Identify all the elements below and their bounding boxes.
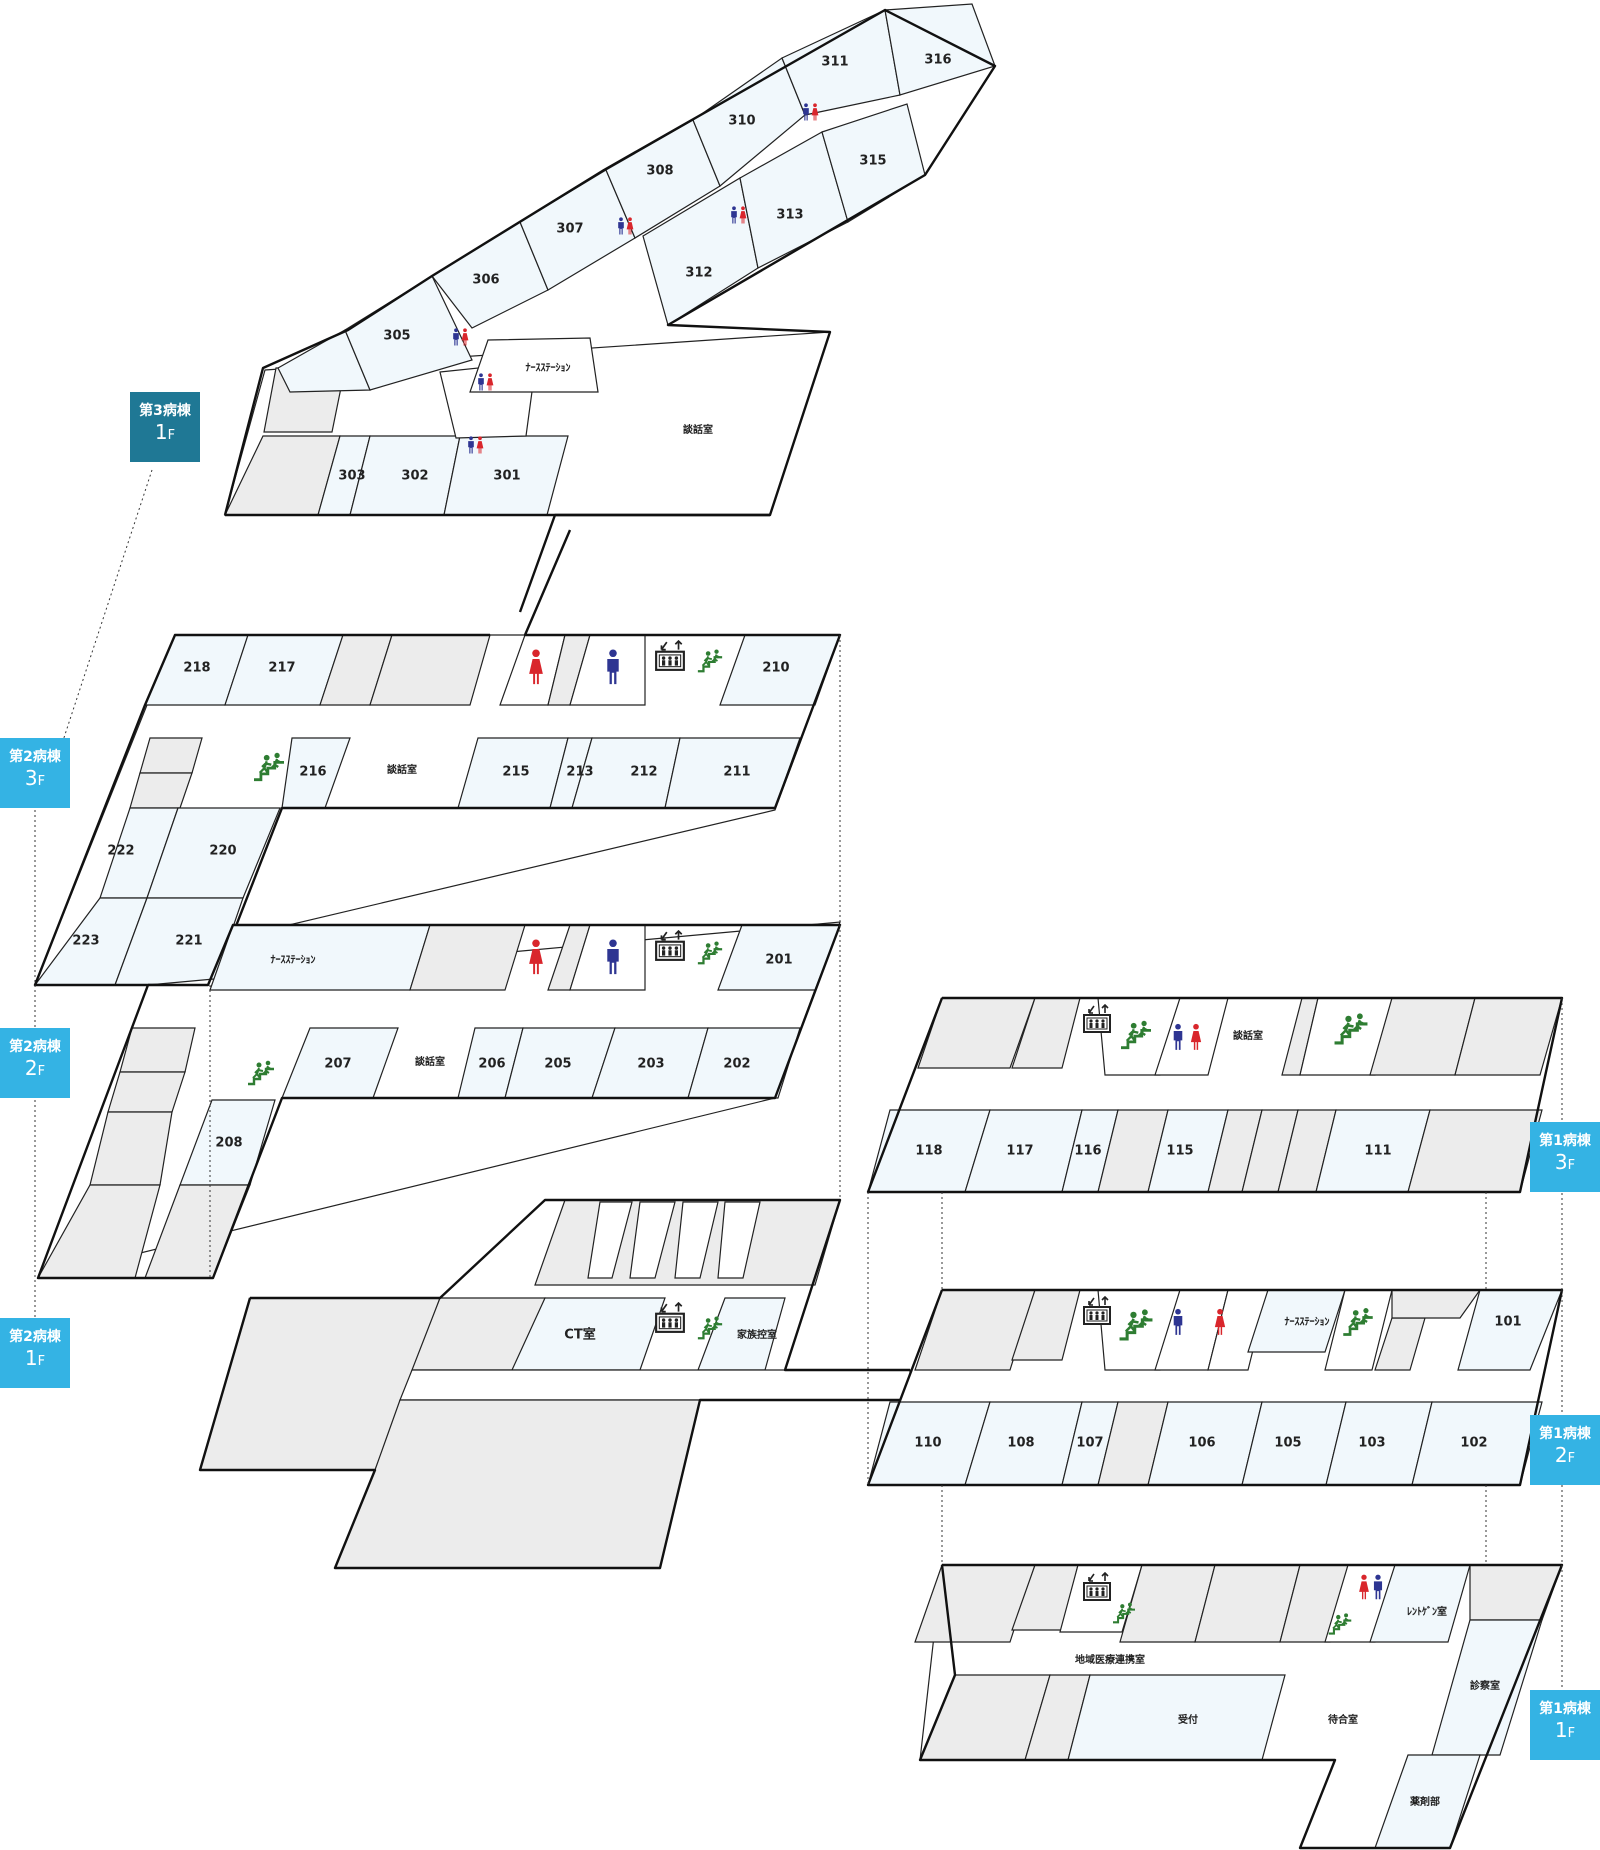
svg-text:106: 106 xyxy=(1188,1436,1215,1451)
svg-text:312: 312 xyxy=(685,266,712,281)
ward1-1f-plan: ﾚﾝﾄｹﾞﾝ室 地域医療連携室 受付 待合室 診察室 薬剤部 xyxy=(914,1563,1564,1850)
ward2-1f-plan: CT室 家族控室 xyxy=(198,1198,911,1570)
svg-text:208: 208 xyxy=(215,1136,242,1151)
svg-text:303: 303 xyxy=(338,469,365,484)
svg-text:診察室: 診察室 xyxy=(1470,1679,1500,1692)
ward2-2f-plan: ﾅｰｽｽﾃｰｼｮﾝ 201 207 談話室 206 205 203 202 20… xyxy=(36,921,842,1280)
svg-text:301: 301 xyxy=(493,469,520,484)
svg-text:220: 220 xyxy=(209,844,236,859)
ward2-3f-plan: 218 217 210 216 談話室 215 213 212 211 222 … xyxy=(33,529,842,987)
svg-text:101: 101 xyxy=(1494,1315,1521,1330)
svg-text:ﾚﾝﾄｹﾞﾝ室: ﾚﾝﾄｹﾞﾝ室 xyxy=(1407,1605,1447,1618)
svg-text:107: 107 xyxy=(1076,1436,1103,1451)
svg-text:115: 115 xyxy=(1166,1144,1193,1159)
svg-text:ﾅｰｽｽﾃｰｼｮﾝ: ﾅｰｽｽﾃｰｼｮﾝ xyxy=(271,954,316,966)
svg-text:221: 221 xyxy=(175,934,202,949)
svg-text:108: 108 xyxy=(1007,1436,1034,1451)
svg-text:310: 310 xyxy=(728,114,755,129)
floor-tag-ward3-1f: 第3病棟 1F xyxy=(130,392,200,462)
svg-text:218: 218 xyxy=(183,661,210,676)
svg-text:316: 316 xyxy=(924,53,951,68)
svg-text:ﾅｰｽｽﾃｰｼｮﾝ: ﾅｰｽｽﾃｰｼｮﾝ xyxy=(1285,1316,1330,1328)
svg-text:受付: 受付 xyxy=(1178,1713,1198,1726)
svg-text:223: 223 xyxy=(72,934,99,949)
floor-tag-floor: 3F xyxy=(24,766,46,790)
floor-tag-building: 第1病棟 xyxy=(1539,1426,1591,1442)
floor-tag-ward1-3f: 第1病棟 3F xyxy=(1530,1122,1600,1192)
floor-tag-floor: 3F xyxy=(1554,1150,1576,1174)
svg-text:ﾅｰｽｽﾃｰｼｮﾝ: ﾅｰｽｽﾃｰｼｮﾝ xyxy=(526,362,571,374)
svg-text:308: 308 xyxy=(646,164,673,179)
svg-text:201: 201 xyxy=(765,953,792,968)
floor-tag-ward2-2f: 第2病棟 2F xyxy=(0,1028,70,1098)
svg-text:306: 306 xyxy=(472,273,499,288)
svg-text:117: 117 xyxy=(1006,1144,1033,1159)
floor-tag-floor: 2F xyxy=(24,1056,46,1080)
svg-text:202: 202 xyxy=(723,1057,750,1072)
svg-text:家族控室: 家族控室 xyxy=(737,1328,777,1341)
svg-text:203: 203 xyxy=(637,1057,664,1072)
floor-tag-ward2-1f: 第2病棟 1F xyxy=(0,1318,70,1388)
svg-text:102: 102 xyxy=(1460,1436,1487,1451)
floor-tag-floor: 1F xyxy=(1554,1718,1576,1742)
svg-text:地域医療連携室: 地域医療連携室 xyxy=(1075,1653,1145,1666)
svg-text:217: 217 xyxy=(268,661,295,676)
floor-tag-ward2-3f: 第2病棟 3F xyxy=(0,738,70,808)
svg-text:307: 307 xyxy=(556,222,583,237)
svg-text:213: 213 xyxy=(566,765,593,780)
floor-tag-floor: 1F xyxy=(154,420,176,444)
svg-text:216: 216 xyxy=(299,765,326,780)
svg-text:CT室: CT室 xyxy=(564,1327,595,1343)
svg-text:207: 207 xyxy=(324,1057,351,1072)
svg-text:215: 215 xyxy=(502,765,529,780)
svg-text:談話室: 談話室 xyxy=(415,1055,445,1068)
svg-text:111: 111 xyxy=(1364,1144,1391,1159)
svg-text:談話室: 談話室 xyxy=(683,423,713,436)
svg-text:談話室: 談話室 xyxy=(1233,1029,1263,1042)
floor-tag-building: 第2病棟 xyxy=(9,749,61,765)
svg-text:313: 313 xyxy=(776,208,803,223)
floor-tag-building: 第2病棟 xyxy=(9,1039,61,1055)
floor-connectors xyxy=(34,469,1563,1700)
svg-text:薬剤部: 薬剤部 xyxy=(1409,1795,1440,1808)
svg-text:205: 205 xyxy=(544,1057,571,1072)
ward1-2f-plan: 101 ﾅｰｽｽﾃｰｼｮﾝ 110 108 107 106 105 103 10… xyxy=(866,1288,1564,1487)
svg-text:105: 105 xyxy=(1274,1436,1301,1451)
svg-text:211: 211 xyxy=(723,765,750,780)
svg-text:311: 311 xyxy=(821,55,848,70)
floor-tag-building: 第3病棟 xyxy=(139,403,191,419)
floor-tag-ward1-1f: 第1病棟 1F xyxy=(1530,1690,1600,1760)
svg-text:212: 212 xyxy=(630,765,657,780)
floor-tag-building: 第2病棟 xyxy=(9,1329,61,1345)
ward3-1f-plan: 303 302 301 305 306 307 308 310 311 316 … xyxy=(223,3,997,613)
svg-text:305: 305 xyxy=(383,329,410,344)
svg-text:118: 118 xyxy=(915,1144,942,1159)
svg-text:210: 210 xyxy=(762,661,789,676)
floor-tag-floor: 1F xyxy=(24,1346,46,1370)
floor-tag-building: 第1病棟 xyxy=(1539,1701,1591,1717)
svg-text:302: 302 xyxy=(401,469,428,484)
svg-text:315: 315 xyxy=(859,154,886,169)
floor-tag-ward1-2f: 第1病棟 2F xyxy=(1530,1415,1600,1485)
svg-text:談話室: 談話室 xyxy=(387,763,417,776)
floor-tag-floor: 2F xyxy=(1554,1443,1576,1467)
svg-text:待合室: 待合室 xyxy=(1328,1713,1358,1726)
svg-text:222: 222 xyxy=(107,844,134,859)
svg-text:103: 103 xyxy=(1358,1436,1385,1451)
svg-text:110: 110 xyxy=(914,1436,941,1451)
ward1-3f-plan: 118 117 116 115 111 談話室 xyxy=(866,996,1564,1194)
floor-tag-building: 第1病棟 xyxy=(1539,1133,1591,1149)
svg-text:206: 206 xyxy=(478,1057,505,1072)
svg-text:116: 116 xyxy=(1074,1144,1101,1159)
